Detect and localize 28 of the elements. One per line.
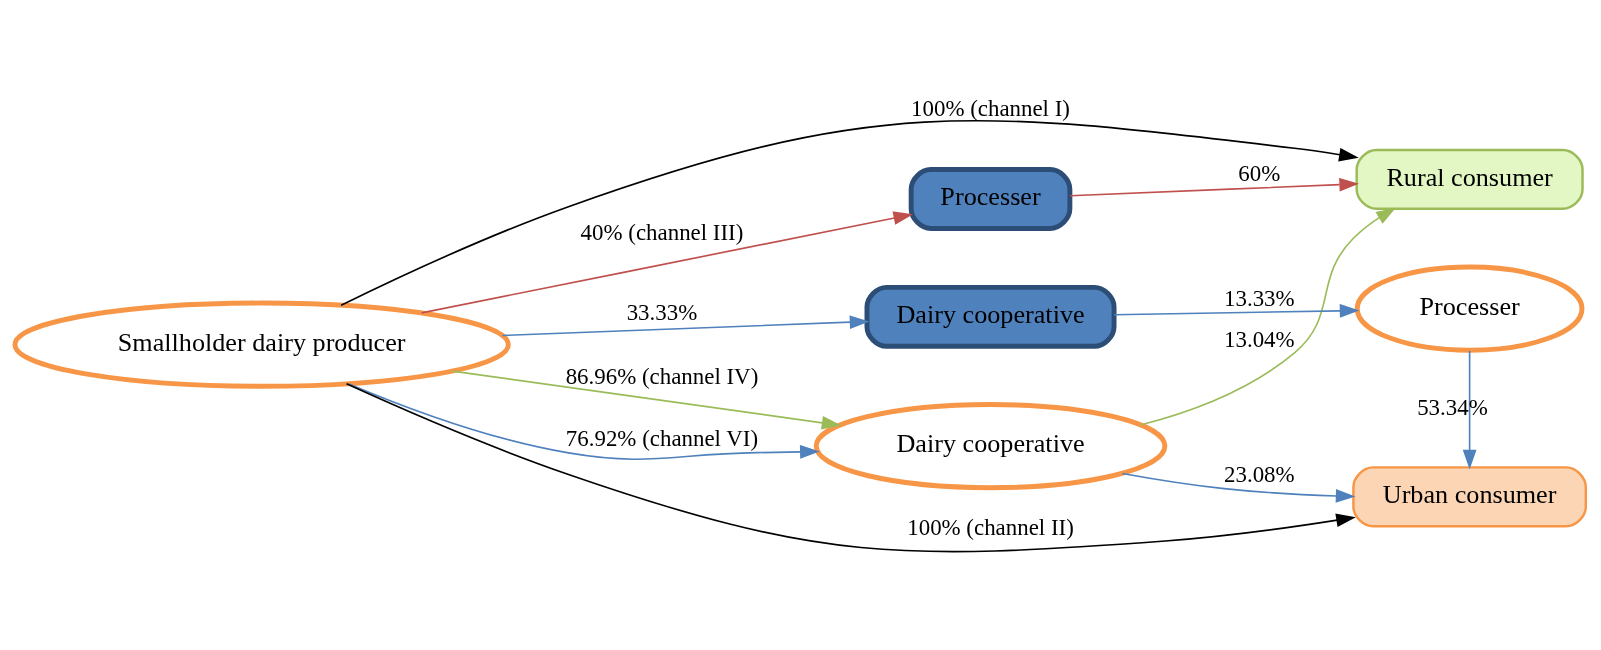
arrow	[1113, 303, 1360, 318]
arrow	[1069, 177, 1360, 197]
arrow	[1462, 350, 1477, 470]
edge-label: 86.96% (channel IV)	[565, 364, 759, 390]
edge-label: 76.92% (channel VI)	[565, 426, 759, 452]
arrow	[1121, 472, 1356, 503]
arrow	[1140, 207, 1396, 426]
node-box: Dairy cooperative	[864, 284, 1117, 349]
node-ellipse: Processer	[1354, 264, 1585, 353]
arrow	[347, 382, 820, 461]
edge-label: 13.33%	[1224, 285, 1295, 311]
node-box: Rural consumer	[1355, 148, 1584, 211]
edge-label: 13.04%	[1224, 326, 1295, 352]
edge-label: 23.08%	[1224, 462, 1295, 488]
arrow	[501, 315, 870, 337]
edge-label: 100% (channel I)	[911, 95, 1070, 121]
edge-label: 60%	[1238, 161, 1281, 187]
arrow	[420, 211, 914, 314]
arrow	[451, 370, 842, 430]
node-box: Processer	[908, 167, 1073, 231]
node-ellipse: Dairy cooperative	[813, 402, 1168, 491]
arrow	[340, 119, 1359, 307]
node-ellipse: Smallholder dairy producer	[12, 300, 511, 389]
edge-label: 40% (channel III)	[580, 220, 744, 246]
node-box: Urban consumer	[1352, 466, 1587, 528]
edge-label: 100% (channel II)	[907, 514, 1074, 540]
arrow	[345, 382, 1356, 553]
edge-label: 33.33%	[626, 300, 698, 326]
